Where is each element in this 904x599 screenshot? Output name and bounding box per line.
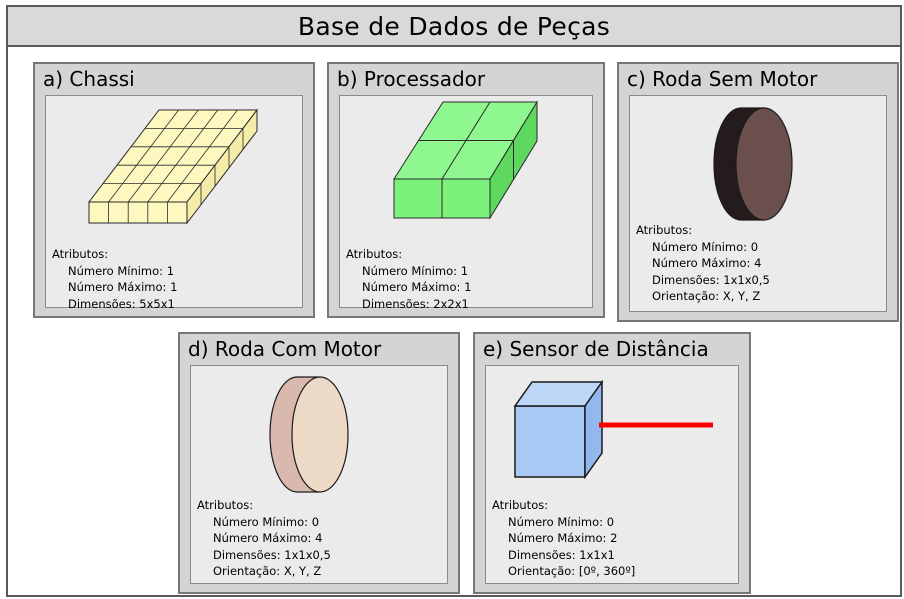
attr-max-value: 2 [610,531,618,546]
part-name: Sensor de Distância [509,337,709,361]
parts-database-frame: Base de Dados de Peças a) Chassi [6,5,902,597]
part-panel: Atributos: Número Mínimo: 0 Número Máxim… [485,365,739,584]
part-panel: Atributos: Número Mínimo: 1 Número Máxim… [45,95,303,311]
part-card-roda-sem-motor: c) Roda Sem Motor Atributos: Número Míni… [617,62,899,322]
attr-min: Número Mínimo: 0 [213,514,320,529]
part-card-processador: b) Processador Atributos: Número Mínimo:… [327,62,605,318]
part-letter: c) [627,67,646,91]
chassis-illustration [87,108,259,225]
attributes-list: Atributos: Número Mínimo: 0 Número Máxim… [492,497,635,580]
chassis-grid [103,109,244,223]
attr-max: Número Máximo: 4 [652,256,762,271]
attr-dim-value: 1x1x0,5 [723,272,770,287]
attr-min: Número Mínimo: 1 [362,263,469,278]
attr-orient-value: X, Y, Z [722,289,761,304]
part-title: a) Chassi [43,67,135,91]
part-name: Roda Sem Motor [652,67,818,91]
attr-orient: Orientação: X, Y, Z [213,564,322,579]
part-panel: Atributos: Número Mínimo: 0 Número Máxim… [190,365,448,584]
attr-max-value: 1 [170,280,178,295]
part-letter: b) [337,67,358,91]
part-letter: e) [483,337,504,361]
attr-min-value: 0 [750,239,759,254]
part-name: Roda Com Motor [214,337,382,361]
attr-dim: Dimensões: 1x1x0,5 [652,272,770,287]
attr-dim: Dimensões: 5x5x1 [68,296,175,311]
attr-min: Número Mínimo: 0 [652,239,759,254]
attr-dim-value: 5x5x1 [139,296,175,311]
part-letter: a) [43,67,64,91]
attr-orient-value: [0º, 360º] [578,564,636,579]
processor-illustration [393,100,538,220]
attr-max: Número Máximo: 2 [508,531,618,546]
wheel-without-motor-illustration [713,107,793,221]
attr-orient: Orientação: X, Y, Z [652,289,761,304]
attributes-heading: Atributos: [492,498,549,512]
wheel-face [735,107,793,221]
attr-dim: Dimensões: 1x1x0,5 [213,547,331,562]
attr-max: Número Máximo: 4 [213,531,323,546]
part-name: Processador [363,67,486,91]
part-title: c) Roda Sem Motor [627,67,817,91]
attr-dim-value: 1x1x1 [579,547,615,562]
attr-max-value: 1 [464,280,472,295]
attr-max-value: 4 [315,531,323,546]
part-card-chassi: a) Chassi [33,62,315,318]
part-title: d) Roda Com Motor [188,337,381,361]
attributes-heading: Atributos: [346,247,403,261]
attributes-list: Atributos: Número Mínimo: 1 Número Máxim… [52,246,177,312]
part-card-roda-com-motor: d) Roda Com Motor Atributos: Número Míni… [178,332,460,594]
attributes-list: Atributos: Número Mínimo: 0 Número Máxim… [636,222,770,305]
wheel-with-motor-illustration [269,376,349,493]
attr-orient: Orientação: [0º, 360º] [508,564,636,579]
attributes-heading: Atributos: [52,247,109,261]
distance-sensor-illustration [513,379,713,480]
attr-orient-value: X, Y, Z [283,564,322,579]
processor-grid [418,101,514,218]
attr-min-value: 0 [311,514,320,529]
attr-max: Número Máximo: 1 [68,280,178,295]
attr-max-value: 4 [754,256,762,271]
wheel-face [291,376,349,493]
attr-max: Número Máximo: 1 [362,280,472,295]
page-title: Base de Dados de Peças [297,11,611,41]
chassis-front-face [88,201,188,224]
attributes-heading: Atributos: [636,223,693,237]
attr-dim: Dimensões: 1x1x1 [508,547,615,562]
attr-min-value: 1 [460,263,469,278]
attr-dim-value: 2x2x1 [433,296,469,311]
part-panel: Atributos: Número Mínimo: 1 Número Máxim… [339,95,593,311]
part-name: Chassi [69,67,135,91]
attributes-heading: Atributos: [197,498,254,512]
attr-min: Número Mínimo: 0 [508,514,615,529]
attr-dim-value: 1x1x0,5 [284,547,331,562]
attr-min-value: 0 [606,514,615,529]
part-card-sensor-distancia: e) Sensor de Distância Atributos: Número… [473,332,751,594]
part-title: b) Processador [337,67,485,91]
part-title: e) Sensor de Distância [483,337,709,361]
attributes-list: Atributos: Número Mínimo: 0 Número Máxim… [197,497,331,580]
sensor-front-face [514,405,586,478]
attributes-list: Atributos: Número Mínimo: 1 Número Máxim… [346,246,471,312]
part-panel: Atributos: Número Mínimo: 0 Número Máxim… [629,95,887,312]
part-letter: d) [188,337,209,361]
attr-min: Número Mínimo: 1 [68,263,175,278]
attr-dim: Dimensões: 2x2x1 [362,296,469,311]
attr-min-value: 1 [166,263,175,278]
title-bar: Base de Dados de Peças [8,7,900,47]
chassis-side-face [186,108,258,225]
sensor-side-face [584,379,603,480]
